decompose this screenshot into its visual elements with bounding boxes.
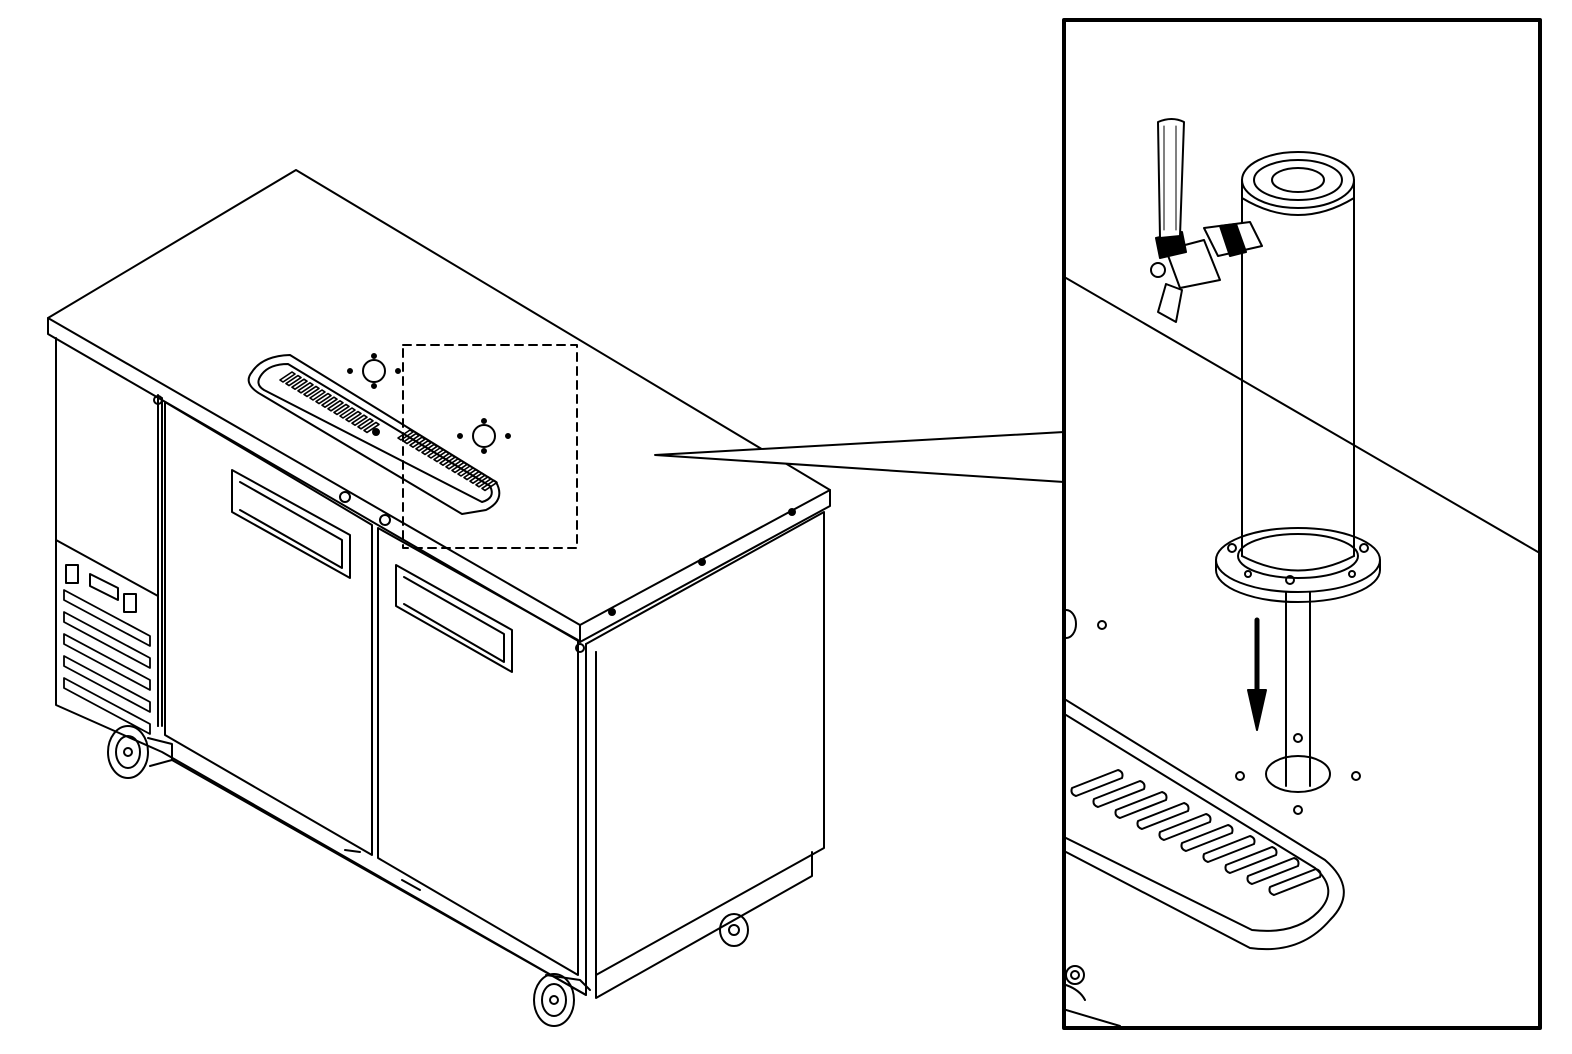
drip-tray-slot	[409, 436, 426, 448]
drip-tray-slot	[351, 414, 368, 426]
door-right	[377, 527, 579, 976]
drip-tray-slot	[439, 454, 456, 466]
drip-tray-slots	[279, 371, 498, 492]
detail-view	[1062, 18, 1542, 1030]
door-left-handle	[231, 469, 351, 579]
drip-tray-slot	[357, 418, 374, 430]
screw	[788, 508, 796, 516]
detail-drip-tray-slot	[1114, 791, 1168, 819]
tower-flange	[1215, 527, 1381, 603]
detail-drip-tray	[1066, 699, 1345, 951]
detail-drip-tray-slot	[1092, 780, 1146, 808]
drip-tray-slot	[279, 371, 296, 383]
detail-drip-tray-slot	[1070, 769, 1124, 797]
drip-tray-slot	[457, 465, 474, 477]
drip-tray-slot	[309, 389, 326, 401]
tower-column-base	[1241, 555, 1355, 572]
drip-tray-slot	[397, 429, 414, 441]
screw	[608, 608, 616, 616]
tower-shank	[1285, 584, 1311, 787]
screw	[698, 558, 706, 566]
door-left	[164, 401, 373, 856]
drip-tray-slot	[403, 432, 420, 445]
light-switch-icon	[123, 593, 137, 613]
drip-tray-slot	[285, 374, 302, 387]
back-bar-cooler	[47, 169, 831, 1027]
drip-tray-slot	[421, 443, 438, 456]
counter-back-edge	[1066, 277, 1538, 553]
counter-front-edge	[1066, 984, 1121, 1026]
detail-region-marker	[402, 344, 578, 549]
drip-tray-slot	[321, 396, 338, 408]
countertop-front-edge	[47, 317, 581, 643]
drip-tray-slot	[303, 385, 320, 398]
cabinet-front	[55, 337, 587, 996]
drip-tray-slot	[339, 407, 356, 419]
tray-drain	[372, 428, 380, 436]
drip-tray-slot	[475, 476, 492, 488]
cabinet-side-base	[595, 851, 813, 999]
detail-drip-tray-slot	[1268, 868, 1322, 896]
adjacent-hole	[1066, 609, 1077, 639]
detail-tower-hole	[1235, 733, 1361, 815]
compressor-panel-divider	[157, 394, 163, 727]
tower-hole-2	[457, 418, 511, 454]
caster-rear-right	[719, 913, 749, 947]
tower-cap	[1241, 151, 1355, 216]
down-arrow-icon	[1247, 617, 1267, 731]
drip-tray-slot	[315, 392, 332, 405]
hinge-screw	[575, 643, 585, 653]
door-right-handle	[395, 564, 513, 673]
detail-drip-tray-slot	[1180, 824, 1234, 852]
drip-tray-slot	[451, 461, 468, 474]
drip-tray	[247, 354, 501, 515]
detail-drip-tray-slots	[1070, 769, 1322, 896]
drip-tray-slot	[433, 450, 450, 463]
cabinet-base	[171, 759, 587, 996]
vent-louvers	[63, 589, 151, 735]
drip-tray-slot	[481, 479, 498, 492]
control-panel	[65, 564, 137, 613]
power-switch-icon	[65, 564, 79, 584]
faucet-handle	[1157, 118, 1185, 239]
drip-tray-slot	[445, 458, 462, 470]
caster-front-right	[533, 973, 591, 1027]
caster-front-left	[107, 725, 173, 779]
screw	[1070, 970, 1080, 980]
detail-drip-tray-slot	[1136, 802, 1190, 830]
drip-tray-slot	[297, 382, 314, 394]
screw-hole	[1097, 620, 1107, 630]
door-lock-icon	[379, 514, 391, 526]
callout-leader	[654, 431, 1065, 483]
countertop-side-edge	[579, 489, 831, 643]
detail-drip-tray-slot	[1202, 835, 1256, 863]
drip-tray-slot	[363, 421, 380, 434]
tower-hole-1	[347, 353, 401, 389]
door-lock-icon	[339, 491, 351, 503]
drip-tray-slot	[333, 403, 350, 416]
panel-screw	[153, 395, 163, 405]
thermostat-display	[89, 573, 119, 601]
drip-tray-slot	[327, 400, 344, 412]
drip-tray-slot	[427, 447, 444, 459]
beer-faucet	[1150, 118, 1263, 323]
detail-drip-tray-slot	[1158, 813, 1212, 841]
detail-drip-tray-slot	[1224, 846, 1278, 874]
drip-tray-slot	[469, 472, 486, 484]
drip-tray-slot	[345, 410, 362, 423]
detail-drip-tray-slot	[1246, 857, 1300, 885]
drip-tray-slot	[463, 468, 480, 481]
drip-tray-slot	[291, 378, 308, 390]
screw	[1066, 965, 1085, 985]
drip-tray-slot	[415, 440, 432, 452]
